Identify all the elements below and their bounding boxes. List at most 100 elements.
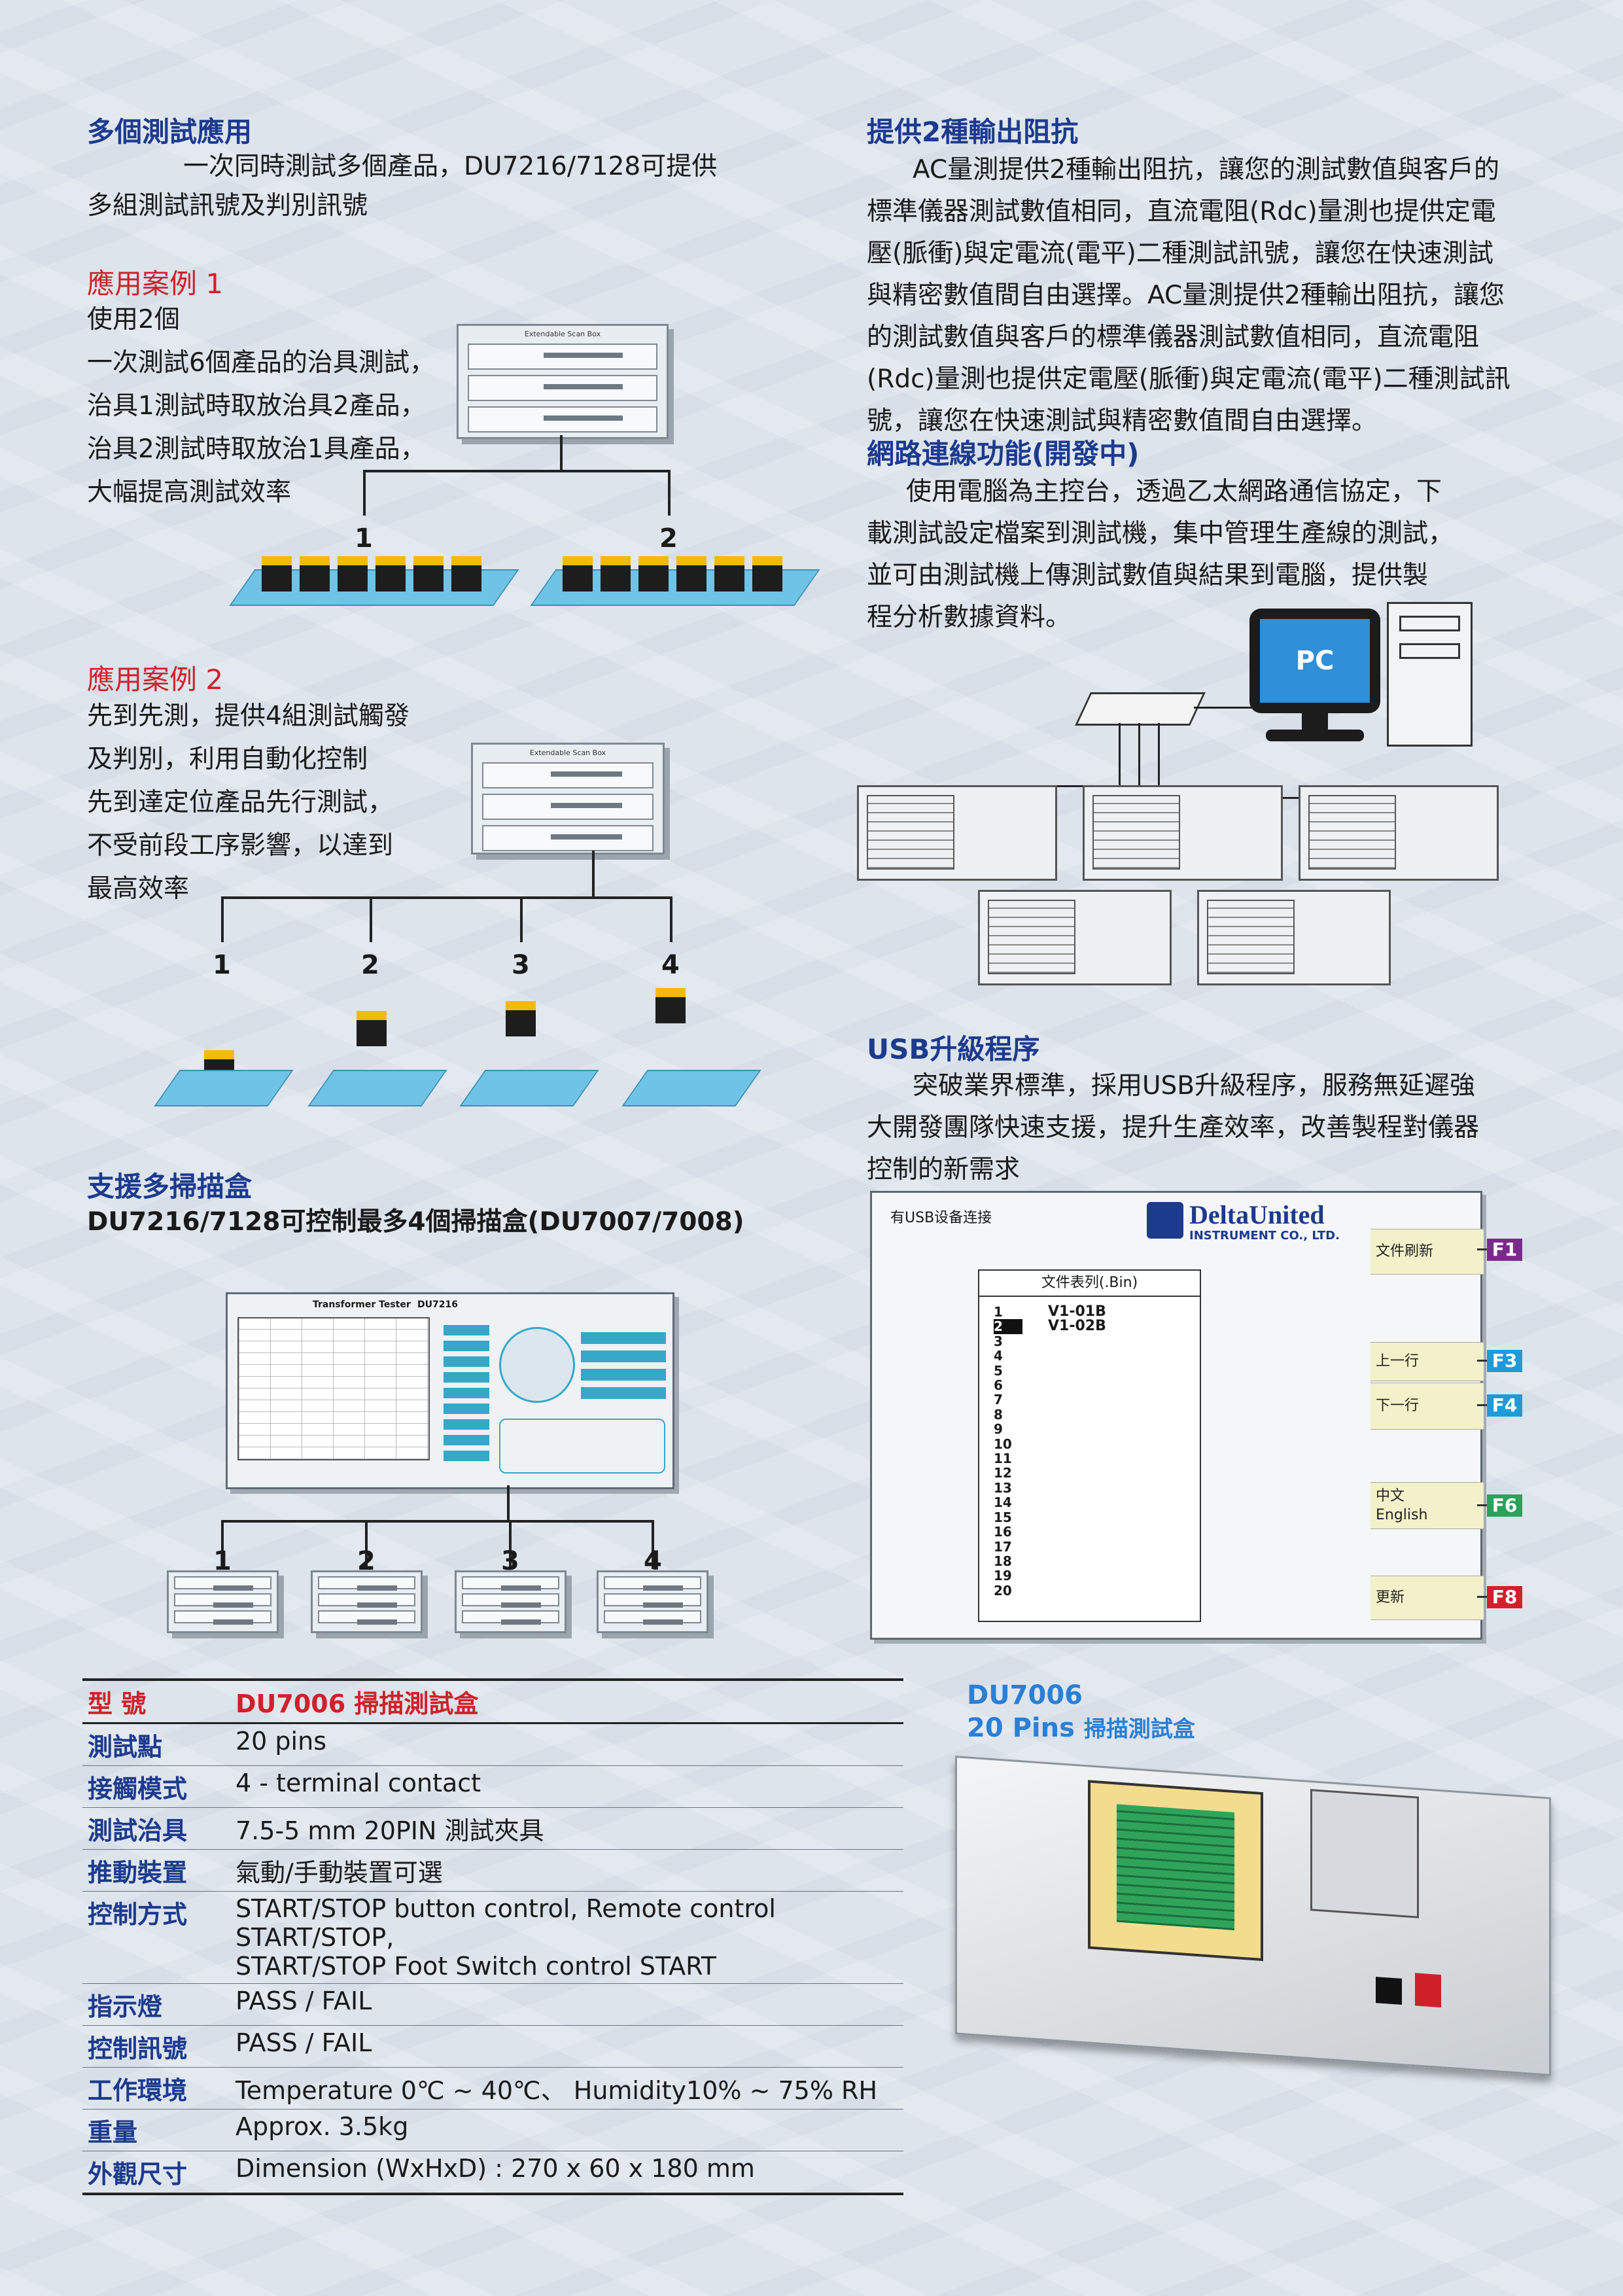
product-chip: [451, 556, 481, 592]
usb-text: 突破業界標準，採用USB升級程序，服務無延遲強 大開發團隊快速支援，提升生產效率…: [867, 1065, 1479, 1191]
spec-value: Temperature 0℃ ~ 40℃、 Humidity10% ~ 75% …: [230, 2067, 903, 2110]
f1-key[interactable]: F1: [1487, 1239, 1522, 1261]
row-number[interactable]: 1: [994, 1304, 1003, 1320]
menu-prev-line[interactable]: 上一行: [1370, 1342, 1484, 1381]
usb-upgrade-screen: 有USB设备连接 DeltaUnited INSTRUMENT CO., LTD…: [870, 1191, 1522, 1640]
f4-key[interactable]: F4: [1487, 1394, 1522, 1417]
test-fixture: [1088, 1780, 1263, 1962]
row-number[interactable]: 16: [994, 1524, 1012, 1540]
row-number[interactable]: 19: [994, 1568, 1012, 1584]
file-name[interactable]: V1-02B: [1048, 1318, 1106, 1335]
row-number[interactable]: 12: [994, 1465, 1012, 1481]
product-chip: [752, 556, 782, 592]
spec-value: PASS / FAIL: [230, 1983, 903, 2026]
du7006-photo: [955, 1756, 1551, 2076]
network-title: 網路連線功能(開發中): [867, 438, 1140, 470]
case1-line: 大幅提高測試效率: [87, 478, 292, 507]
case2-line: 先到先測，提供4組測試觸發: [87, 701, 410, 731]
impedance-line: 號，讓您在快速測試與精密數值間自由選擇。: [867, 406, 1378, 436]
row-number[interactable]: 8: [994, 1406, 1003, 1422]
row-number[interactable]: 11: [994, 1451, 1012, 1467]
row-number[interactable]: 3: [994, 1333, 1003, 1349]
tester-keypad: [581, 1327, 666, 1399]
usb-line: 控制的新需求: [867, 1155, 1021, 1184]
row-number[interactable]: 6: [994, 1377, 1003, 1394]
pcb-board: [1117, 1804, 1234, 1931]
row-number[interactable]: 9: [994, 1421, 1003, 1438]
product-chip: [714, 556, 744, 592]
product-chip: [563, 556, 593, 592]
spec-value: DU7006 掃描測試盒: [230, 1678, 903, 1724]
multi-test-line2: 多組測試訊號及判別訊號: [87, 191, 368, 221]
row-number[interactable]: 7: [994, 1392, 1003, 1408]
spec-key: 工作環境: [82, 2067, 230, 2110]
scan-box-small: [455, 1570, 567, 1633]
row-number[interactable]: 10: [994, 1436, 1012, 1452]
row-number[interactable]: 14: [994, 1494, 1012, 1511]
product-title: DU7006: [967, 1680, 1083, 1710]
connector-line: [221, 1520, 224, 1569]
product-chip: [601, 556, 631, 592]
file-name[interactable]: V1-01B: [1048, 1303, 1106, 1320]
f3-key[interactable]: F3: [1487, 1350, 1522, 1372]
pc-tower: [1387, 602, 1473, 747]
station-label: 4: [661, 950, 680, 980]
tester-cursor-pad: [499, 1327, 575, 1403]
network-cable: [1138, 723, 1140, 805]
network-line: 載測試設定檔案到測試機，集中管理生產線的測試，: [867, 519, 1454, 548]
row-number-selected[interactable]: 2: [994, 1319, 1022, 1334]
spec-value: PASS / FAIL: [230, 2025, 903, 2068]
product-chip: [413, 556, 444, 592]
row-number[interactable]: 13: [994, 1479, 1012, 1496]
menu-update[interactable]: 更新: [1370, 1576, 1484, 1620]
tester-lcd: [237, 1317, 430, 1460]
scan-unit: [482, 794, 654, 820]
row-number[interactable]: 4: [994, 1348, 1003, 1364]
start-button: [1376, 1977, 1402, 2005]
station-label: 2: [361, 950, 379, 980]
row-number[interactable]: 20: [994, 1582, 1012, 1598]
spec-value: START/STOP button control, Remote contro…: [230, 1891, 903, 1984]
scan-unit: [482, 825, 654, 851]
f6-key[interactable]: F6: [1487, 1494, 1522, 1517]
stop-button: [1415, 1973, 1441, 2008]
brand-name: DeltaUnited: [1189, 1200, 1325, 1229]
case2-line: 及判別，利用自動化控制: [87, 745, 368, 774]
usb-line: 大開發團隊快速支援，提升生產效率，改善製程對儀器: [867, 1113, 1480, 1142]
row-number-column: 1 2 3 4 5 6 7 8 9 10 11 12 13 14 15 16 1…: [994, 1305, 1022, 1598]
connector-line: [592, 851, 595, 898]
row-number[interactable]: 18: [994, 1553, 1012, 1569]
case1-line: 使用2個: [87, 305, 180, 334]
monitor-base: [1266, 730, 1364, 741]
menu-refresh[interactable]: 文件刷新: [1370, 1229, 1484, 1275]
network-switch: [1075, 692, 1206, 726]
row-number[interactable]: 15: [994, 1509, 1012, 1525]
spec-value: 20 pins: [230, 1723, 903, 1766]
network-line: 並可由測試機上傳測試數值與結果到電腦，提供製: [867, 561, 1429, 590]
f8-key[interactable]: F8: [1487, 1586, 1522, 1608]
spec-value: Dimension (WxHxD) : 270 x 60 x 180 mm: [230, 2151, 903, 2195]
menu-language[interactable]: 中文 English: [1370, 1482, 1484, 1529]
tester-unit: [1083, 785, 1283, 881]
scan-unit: [468, 375, 657, 401]
spec-key: 推動裝置: [82, 1849, 230, 1892]
network-cable: [1119, 723, 1121, 788]
network-cable: [1021, 785, 1119, 787]
row-number[interactable]: 5: [994, 1362, 1003, 1379]
connector-line: [509, 1520, 512, 1569]
connector-line: [221, 896, 224, 942]
spec-key: 測試治具: [82, 1807, 230, 1850]
spec-key: 重量: [82, 2109, 230, 2151]
impedance-title: 提供2種輸出阻抗: [867, 116, 1079, 148]
pc-label: PC: [1260, 619, 1370, 703]
connector-line: [363, 470, 671, 472]
menu-next-line[interactable]: 下一行: [1370, 1383, 1484, 1430]
case2-line: 不受前段工序影響，以達到: [87, 831, 394, 860]
connector-line: [370, 896, 372, 942]
scan-box-label: Extendable Scan Box: [529, 749, 606, 757]
row-number[interactable]: 17: [994, 1538, 1012, 1555]
